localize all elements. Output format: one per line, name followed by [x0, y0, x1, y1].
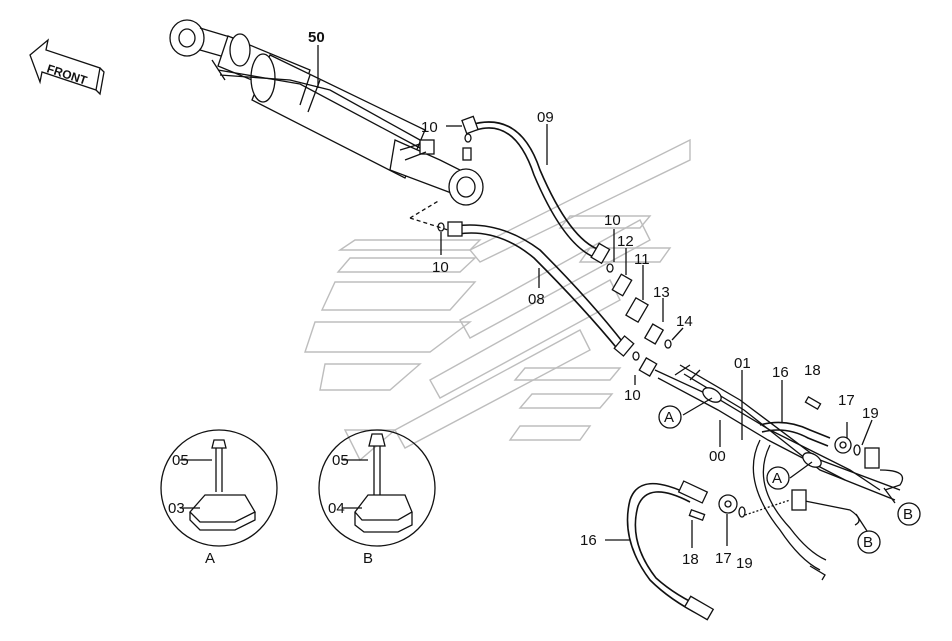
callout-18-a: 18 — [804, 362, 821, 379]
callout-19-a: 19 — [862, 405, 879, 422]
watermark-logo — [304, 138, 691, 462]
callout-00: 00 — [709, 448, 726, 465]
front-label: FRONT — [45, 62, 89, 88]
detail-b-bolt-callout: 05 — [332, 452, 349, 469]
callout-11: 11 — [634, 251, 650, 268]
detail-a — [160, 429, 278, 547]
callout-50: 50 — [308, 29, 325, 46]
callout-08: 08 — [528, 291, 545, 308]
callout-10-c: 10 — [604, 212, 621, 229]
detail-a-bolt-callout: 05 — [172, 452, 189, 469]
hose-09 — [461, 115, 611, 265]
callout-18-b: 18 — [682, 551, 699, 568]
marker-a-2-label: A — [772, 470, 782, 487]
callout-14: 14 — [676, 313, 693, 330]
marker-b-1 — [897, 502, 921, 526]
marker-b-1-label: B — [903, 506, 913, 523]
marker-a-1 — [658, 405, 682, 429]
detail-b-title: B — [363, 550, 373, 567]
callout-19-b: 19 — [736, 555, 753, 572]
callout-09: 09 — [537, 109, 554, 126]
marker-a-2 — [766, 466, 790, 490]
callout-10-b: 10 — [432, 259, 449, 276]
detail-b — [318, 429, 436, 547]
front-arrow: FRONT — [29, 38, 105, 96]
detail-a-title: A — [205, 550, 215, 567]
leader-lines — [317, 45, 896, 548]
callout-12: 12 — [617, 233, 634, 250]
hose-08 — [447, 221, 635, 357]
callout-10-a: 10 — [421, 119, 438, 136]
detail-b-clamp-callout: 04 — [328, 500, 345, 517]
callout-01: 01 — [734, 355, 751, 372]
callout-10-d: 10 — [624, 387, 641, 404]
detail-a-clamp-callout: 03 — [168, 500, 185, 517]
hose-16-upper — [759, 396, 861, 456]
marker-a-1-label: A — [664, 409, 674, 426]
callout-16-a: 16 — [772, 364, 789, 381]
boom-cylinder — [169, 19, 484, 231]
hose-16-lower — [626, 480, 746, 621]
callout-17-b: 17 — [715, 550, 732, 567]
callout-17-a: 17 — [838, 392, 855, 409]
marker-b-2-label: B — [863, 534, 873, 551]
callout-16-b: 16 — [580, 532, 597, 549]
pipe-assembly — [654, 364, 904, 581]
callout-13: 13 — [653, 284, 670, 301]
marker-b-2 — [857, 530, 881, 554]
fittings-group — [437, 133, 672, 377]
